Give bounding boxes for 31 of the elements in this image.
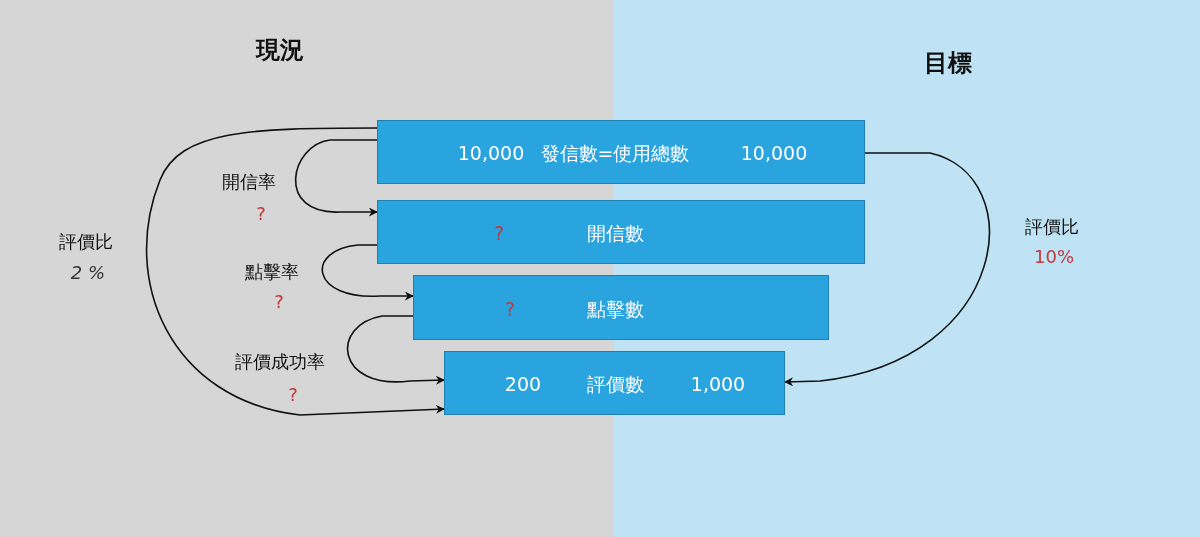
rate-label: 開信率 [222,171,276,193]
arrow [294,139,378,217]
question-mark: ? [274,291,284,313]
rate-label: 評價比 [1025,216,1079,238]
rate-label: 評價成功率 [235,351,325,373]
value-text: 200 [504,372,542,396]
question-mark: ? [256,203,266,225]
rate-label: 點擊率 [245,261,299,283]
arrow [346,315,445,385]
bar-label: 評價數 [586,372,644,396]
funnel-bar [377,120,865,184]
question-mark: ? [504,296,516,321]
question-mark: ? [493,221,505,245]
value-text: 1,000 [690,372,746,396]
funnel-bar [413,275,829,340]
heading: 目標 [924,52,972,74]
funnel-bar [444,351,785,415]
rate-label: 評價比 [59,231,113,253]
value-text: 10,000 [457,141,525,165]
arrow [321,244,414,301]
value-text: 10,000 [740,141,808,165]
question-mark: ? [288,384,298,406]
bar-label: 發信數=使用總數 [540,141,690,165]
arrow [784,152,990,387]
heading: 現況 [256,39,304,61]
bar-label: 點擊數 [586,296,644,321]
funnel-bar [377,200,865,264]
arrow [145,127,445,416]
rate-value: 2 % [70,262,106,284]
rate-value: 10% [1034,246,1074,268]
bar-label: 開信數 [586,221,644,245]
